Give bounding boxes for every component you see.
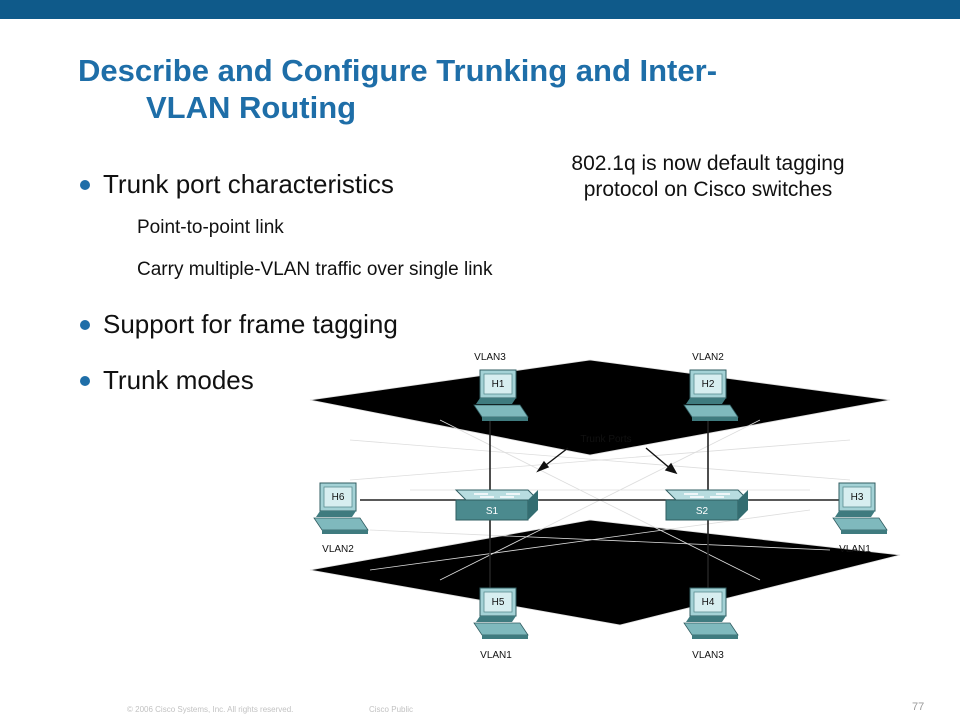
switch-s2: S2	[665, 489, 749, 521]
bullet-dot-icon	[80, 319, 90, 330]
host-label: H2	[702, 379, 715, 390]
bullet-text: Trunk port characteristics	[103, 169, 394, 199]
page-number: 77	[912, 701, 925, 713]
vlan-label: VLAN2	[692, 352, 724, 363]
host-label: H5	[492, 597, 505, 608]
perspective-grid	[309, 359, 901, 626]
host-h2: VLAN2 H2	[683, 352, 739, 422]
host-label: H3	[851, 492, 864, 503]
bullet-text: Support for frame tagging	[103, 309, 398, 339]
top-bar	[0, 0, 960, 19]
title-line-2: VLAN Routing	[146, 90, 357, 125]
bullet-frame-tagging: Support for frame tagging	[80, 309, 398, 340]
footer-classification: Cisco Public	[369, 705, 414, 714]
bullet-text: Trunk modes	[103, 365, 254, 395]
host-h4: H4 VLAN3	[683, 587, 739, 661]
sub-bullet-point-to-point: Point-to-point link	[137, 217, 284, 238]
switch-s1: S1	[455, 489, 539, 521]
footer-copyright: © 2006 Cisco Systems, Inc. All rights re…	[127, 705, 294, 714]
tagging-note: 802.1q is now default tagging protocol o…	[571, 152, 845, 201]
bullet-dot-icon	[80, 375, 90, 386]
vlan-label: VLAN3	[692, 650, 724, 661]
slide-title: Describe and Configure Trunking and Inte…	[78, 52, 868, 126]
host-label: H6	[332, 492, 345, 503]
switch-label: S2	[696, 506, 709, 517]
host-h1: VLAN3 H1	[473, 352, 529, 422]
switch-label: S1	[486, 506, 499, 517]
sub-bullet-multiple-vlan: Carry multiple-VLAN traffic over single …	[137, 259, 493, 280]
vlan-label: VLAN3	[474, 352, 506, 363]
host-h6: H6 VLAN2	[313, 482, 369, 555]
title-line-1: Describe and Configure Trunking and Inte…	[78, 53, 718, 88]
trunk-port-arrows	[536, 447, 678, 475]
vlan-label: VLAN1	[839, 544, 871, 555]
host-label: H4	[702, 597, 715, 608]
vlan-label: VLAN1	[480, 650, 512, 661]
vlan-topology-diagram: Trunk Ports S1 S2 VLAN3 H1 VLAN2 H2 H3 V…	[309, 352, 901, 661]
host-label: H1	[492, 379, 505, 390]
bullet-dot-icon	[80, 179, 90, 190]
host-h3: H3 VLAN1	[832, 482, 888, 555]
bullet-trunk-modes: Trunk modes	[80, 365, 254, 396]
host-h5: H5 VLAN1	[473, 587, 529, 661]
bullet-trunk-port-characteristics: Trunk port characteristics	[80, 169, 394, 200]
vlan-label: VLAN2	[322, 544, 354, 555]
trunk-ports-label: Trunk Ports	[580, 434, 631, 445]
